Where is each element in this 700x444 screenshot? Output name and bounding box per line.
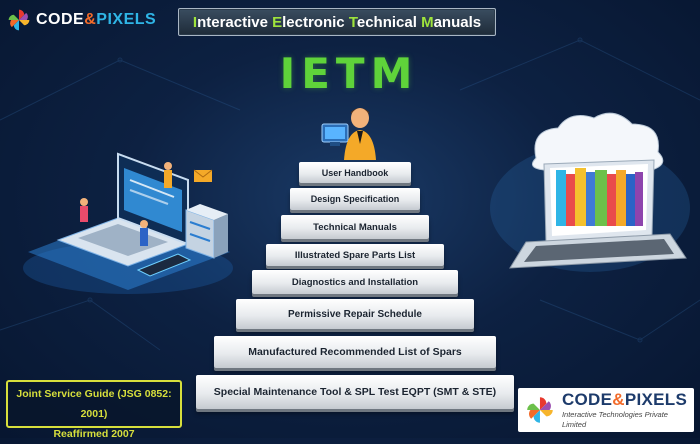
title-banner: Interactive Electronic Technical Manuals	[178, 8, 496, 36]
brand-name: CODE&PIXELS	[36, 11, 157, 28]
brand-card: CODE&PIXELS Interactive Technologies Pri…	[518, 388, 694, 432]
stair-step-user-handbook[interactable]: User Handbook	[299, 162, 411, 183]
brand-logo-top: CODE&PIXELS	[6, 6, 156, 34]
stair-step-design-specification[interactable]: Design Specification	[290, 188, 420, 210]
stair-label: Design Specification	[310, 194, 400, 204]
user-at-computer-icon	[321, 108, 376, 160]
stair-label: Special Maintenance Tool & SPL Test EQPT…	[213, 386, 497, 398]
stair-step-manufactured-recommended-list[interactable]: Manufactured Recommended List of Spars	[214, 336, 496, 368]
pinwheel-logo-icon	[527, 397, 553, 423]
stair-step-diagnostics-installation[interactable]: Diagnostics and Installation	[252, 270, 458, 294]
banner-title: Interactive Electronic Technical Manuals	[192, 13, 482, 31]
stair-label: User Handbook	[321, 168, 389, 178]
stair-step-illustrated-spare-parts-list[interactable]: Illustrated Spare Parts List	[266, 244, 444, 266]
stair-label: Manufactured Recommended List of Spars	[248, 346, 462, 358]
stair-label: Permissive Repair Schedule	[288, 308, 422, 320]
guide-line-1: Joint Service Guide (JSG 0852: 2001)	[16, 388, 172, 420]
card-brand-name: CODE&PIXELS	[561, 390, 688, 409]
guide-line-2: Reaffirmed 2007	[53, 428, 135, 440]
pinwheel-logo-icon	[8, 9, 30, 31]
stair-step-permissive-repair-schedule[interactable]: Permissive Repair Schedule	[236, 299, 474, 329]
stair-label: Illustrated Spare Parts List	[294, 249, 416, 261]
joint-service-guide-box: Joint Service Guide (JSG 0852: 2001) Rea…	[6, 380, 182, 440]
acronym-heading: IETM	[279, 49, 419, 98]
stair-step-technical-manuals[interactable]: Technical Manuals	[281, 215, 429, 239]
stair-label: Diagnostics and Installation	[291, 276, 419, 288]
cloud-laptop-books-illustration	[490, 112, 690, 272]
stair-step-special-maintenance-tool[interactable]: Special Maintenance Tool & SPL Test EQPT…	[196, 375, 514, 409]
card-tagline: Interactive Technologies Private Limited	[561, 410, 668, 429]
stair-label: Technical Manuals	[313, 221, 397, 233]
isometric-laptop-illustration	[23, 152, 233, 294]
